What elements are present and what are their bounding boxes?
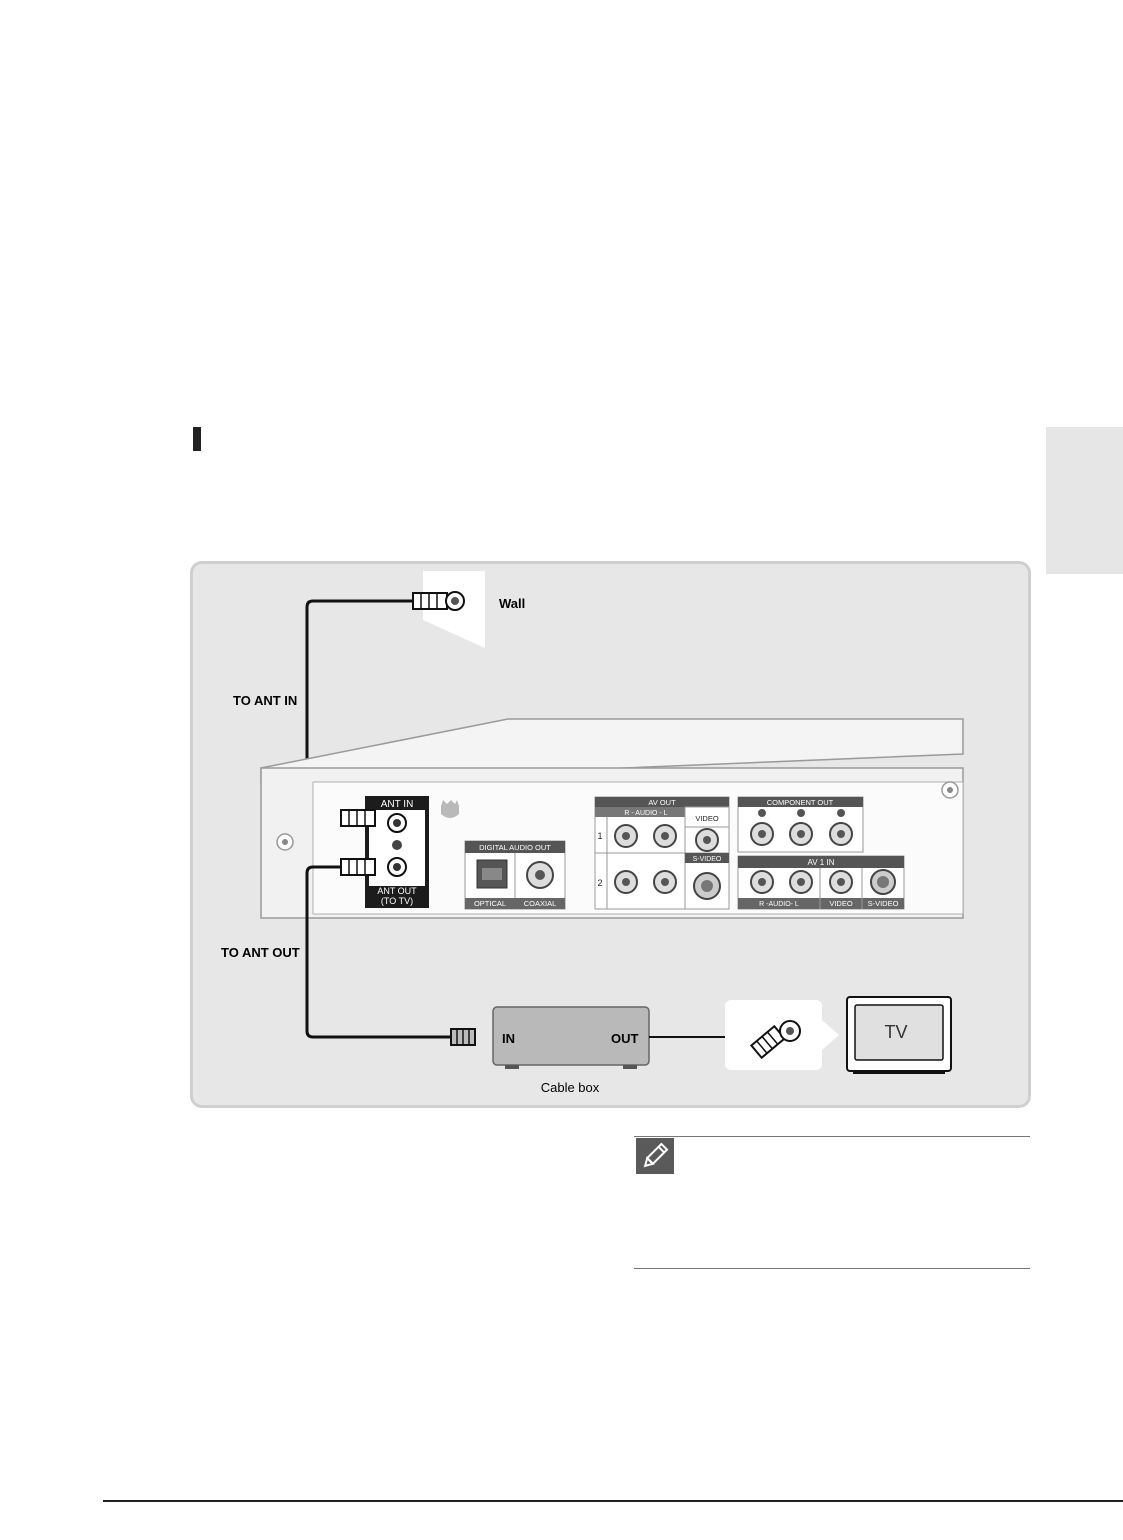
screw-right [941, 781, 959, 799]
safety-icon [441, 800, 459, 818]
ant-out-jack [387, 857, 407, 877]
ground-screw [392, 840, 402, 850]
note-top-rule [634, 1136, 1030, 1137]
ant-out-label: ANT OUT [377, 886, 417, 896]
connection-diagram-panel: Wall TO ANT IN ANT IN ANT OUT [190, 561, 1031, 1108]
cable-box-foot [623, 1065, 637, 1069]
to-ant-in-label: TO ANT IN [233, 693, 297, 708]
note-bottom-rule [634, 1268, 1030, 1269]
to-ant-out-label: TO ANT OUT [221, 945, 300, 960]
callout-pointer [822, 1020, 839, 1050]
av1-in-jack [789, 870, 813, 894]
av-out-jack [695, 828, 719, 852]
cable-box-caption: Cable box [541, 1080, 600, 1095]
svideo-in-jack [870, 869, 896, 895]
cable-box-in-label: IN [502, 1031, 515, 1046]
screw-left [276, 833, 294, 851]
cable-box-plug [450, 1028, 476, 1046]
av-out-jack [653, 870, 677, 894]
av1-in-video-label: VIDEO [829, 899, 853, 908]
ant-out-plug [340, 858, 376, 876]
tv-connector [749, 1020, 801, 1060]
av1-in-jack [829, 870, 853, 894]
component-jack [750, 809, 774, 846]
av-out-audio-label: R - AUDIO - L [624, 810, 667, 817]
av-out-jack [653, 824, 677, 848]
cable-box-foot [505, 1065, 519, 1069]
note-icon [636, 1138, 674, 1174]
optical-label: OPTICAL [474, 899, 506, 908]
component-jack [789, 809, 813, 846]
component-out-label: COMPONENT OUT [767, 798, 834, 807]
av-out-row-2-label: 2 [597, 878, 602, 888]
av-out-video-label: VIDEO [695, 814, 719, 823]
optical-port-inner [482, 868, 502, 880]
coaxial-jack [526, 861, 554, 889]
av-out-label: AV OUT [648, 798, 676, 807]
connection-diagram: Wall TO ANT IN ANT IN ANT OUT [221, 571, 964, 1095]
section-marker [193, 427, 201, 451]
av1-in-audio-label: R -AUDIO- L [759, 901, 799, 908]
ant-in-jack [387, 813, 407, 833]
av-out-svideo-label: S-VIDEO [693, 856, 722, 863]
tv-label: TV [884, 1022, 907, 1042]
ant-in-plug [340, 809, 376, 827]
av-out-row-1-label: 1 [597, 831, 602, 841]
cable-box-out-label: OUT [611, 1031, 639, 1046]
pencil-icon [643, 1142, 669, 1168]
chapter-side-tab [1046, 427, 1123, 574]
cable-ant-out-to-cable-box [305, 865, 451, 1039]
ant-out-to-tv-label: (TO TV) [381, 896, 413, 906]
coaxial-label: COAXIAL [524, 899, 557, 908]
component-jack [829, 809, 853, 846]
av1-in-label: AV 1 IN [808, 858, 835, 867]
av1-in-jack [750, 870, 774, 894]
ant-in-label: ANT IN [381, 799, 414, 810]
footer-rule [103, 1500, 1123, 1502]
wall-connector [412, 591, 465, 611]
digital-audio-out-label: DIGITAL AUDIO OUT [479, 843, 551, 852]
tv-set [846, 996, 952, 1074]
av-out-jack [614, 870, 638, 894]
wall-label: Wall [499, 596, 525, 611]
av1-in-svideo-label: S-VIDEO [868, 899, 899, 908]
av-out-jack [614, 824, 638, 848]
svideo-out-jack [693, 872, 721, 900]
